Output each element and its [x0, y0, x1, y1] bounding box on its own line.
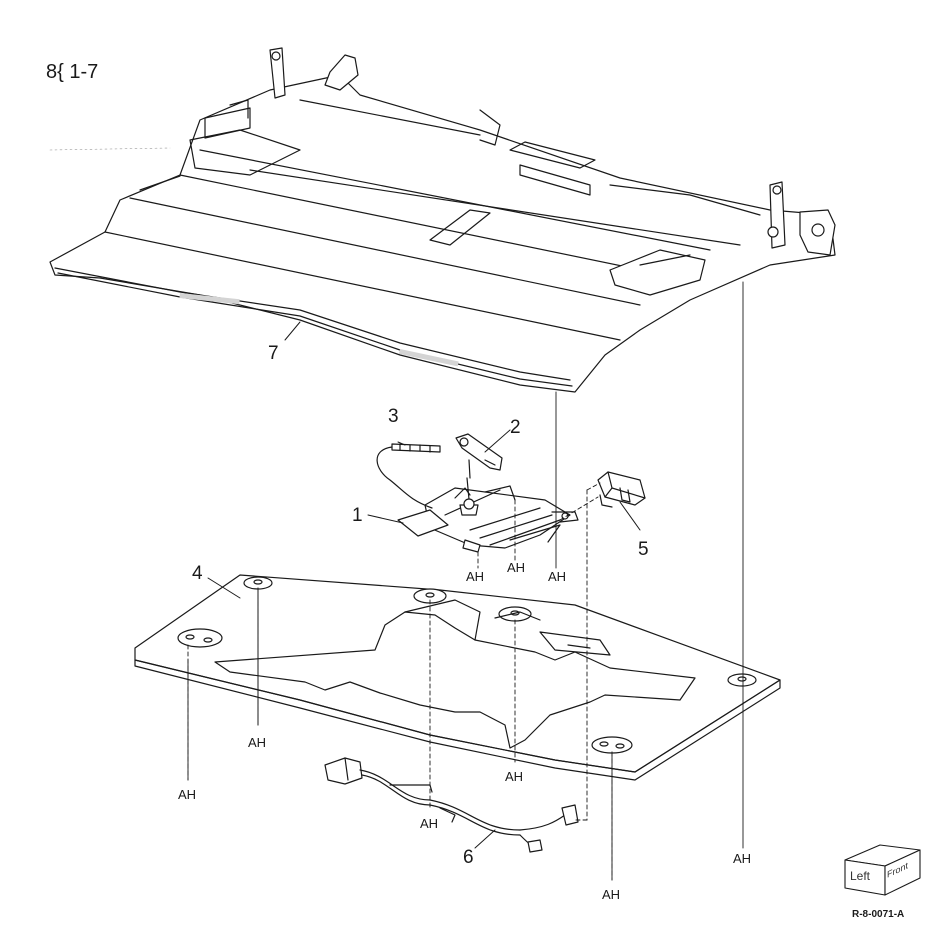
solid-position-lines	[187, 281, 744, 881]
callout-1: 1	[352, 505, 363, 526]
wire-harness	[324, 757, 579, 853]
callout-4: 4	[192, 563, 203, 584]
fastener-label-plate-left: AH	[248, 735, 267, 750]
fastener-label-mid-a: AH	[466, 569, 485, 584]
fastener-label-plate-front: AH	[602, 887, 621, 902]
fastener-label-mid-c: AH	[548, 569, 567, 584]
figure-reference: 8{ 1-7	[46, 61, 99, 83]
callout-7: 7	[268, 343, 279, 364]
sensor-actuator-assembly	[376, 433, 579, 553]
orientation-cube	[844, 844, 921, 896]
fastener-label-harness: AH	[420, 816, 439, 831]
sensor-dash-lines	[477, 482, 601, 821]
fastener-label-tray-right: AH	[733, 851, 752, 866]
sensor-part-5	[597, 471, 646, 508]
part-leaders	[207, 321, 641, 849]
callout-2: 2	[510, 417, 521, 438]
msi-tray	[49, 47, 836, 393]
fastener-label-plate-center: AH	[505, 769, 524, 784]
fastener-label-mid-b: AH	[507, 560, 526, 575]
base-plate	[134, 574, 781, 781]
drawing-code: R-8-0071-A	[852, 909, 905, 920]
callout-6: 6	[463, 847, 474, 868]
callout-5: 5	[638, 539, 649, 560]
fastener-label-plate-far-left: AH	[178, 787, 197, 802]
orientation-left-label: Left	[850, 869, 871, 883]
callout-3: 3	[388, 406, 399, 427]
